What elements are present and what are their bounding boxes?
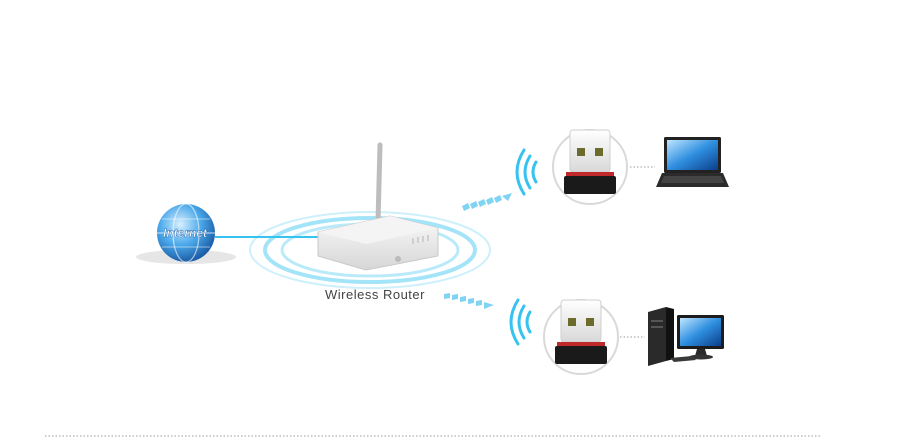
router-label: Wireless Router [325,287,425,302]
internet-globe-icon [136,203,236,264]
wireless-signal-arrow-bottom [444,293,494,309]
desktop-computer-icon [648,307,724,366]
wifi-waves-icon [515,148,538,196]
wifi-waves-icon [509,298,532,346]
internet-label: Internet [163,226,208,240]
wireless-router-icon [317,142,439,271]
laptop-icon [656,137,729,187]
router-signal-rings [249,211,491,289]
usb-wifi-adapter-icon [552,129,628,205]
wireless-signal-arrow-top [462,193,512,211]
usb-wifi-adapter-icon [543,299,619,375]
